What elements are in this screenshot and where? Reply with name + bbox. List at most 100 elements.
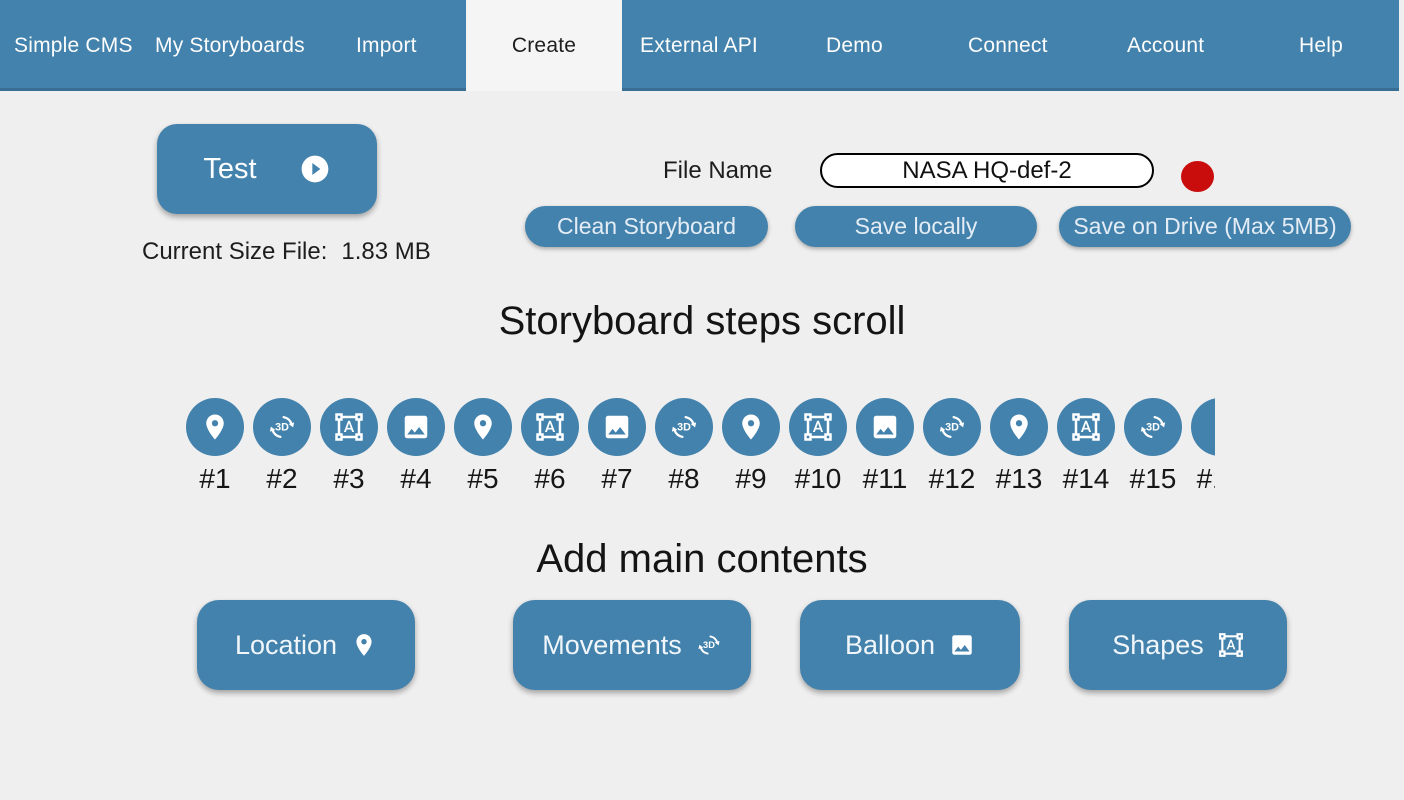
location-button[interactable]: Location — [197, 600, 415, 690]
file-name-input[interactable] — [820, 153, 1154, 188]
step-circle — [1191, 398, 1215, 456]
storyboard-steps-title: Storyboard steps scroll — [498, 299, 906, 343]
step-circle — [923, 398, 981, 456]
step-circle — [588, 398, 646, 456]
play-icon — [299, 153, 331, 185]
status-dot-red — [1181, 161, 1214, 192]
image-icon — [602, 412, 632, 442]
step-label: #3 — [333, 463, 365, 494]
storyboard-step[interactable]: #16 — [1191, 398, 1215, 498]
step-label: #7 — [601, 463, 633, 494]
current-size-label: Current Size File: — [142, 238, 328, 265]
step-circle — [387, 398, 445, 456]
storyboard-step[interactable]: #13 — [990, 398, 1048, 498]
storyboard-step[interactable]: #4 — [387, 398, 445, 498]
step-label: #16 — [1196, 463, 1215, 494]
nav-item-simple-cms[interactable]: Simple CMS — [14, 0, 133, 91]
format-shapes-icon — [535, 412, 565, 442]
storyboard-step[interactable]: #11 — [856, 398, 914, 498]
current-size-value: 1.83 MB — [341, 238, 431, 265]
current-size-line: Current Size File: 1.83 MB — [142, 238, 431, 266]
shapes-button[interactable]: Shapes — [1069, 600, 1287, 690]
save-on-drive-button[interactable]: Save on Drive (Max 5MB) — [1059, 206, 1351, 247]
3d-rotation-icon — [937, 412, 967, 442]
step-label: #9 — [735, 463, 767, 494]
3d-rotation-icon — [267, 412, 297, 442]
top-navbar: Simple CMS My Storyboards Import Create … — [0, 0, 1399, 91]
step-label: #10 — [794, 463, 842, 494]
storyboard-step[interactable]: #1 — [186, 398, 244, 498]
step-circle — [1124, 398, 1182, 456]
movements-button[interactable]: Movements — [513, 600, 751, 690]
step-circle — [856, 398, 914, 456]
step-circle — [521, 398, 579, 456]
balloon-button-label: Balloon — [844, 629, 936, 660]
step-circle — [186, 398, 244, 456]
step-circle — [253, 398, 311, 456]
location-pin-icon — [200, 412, 230, 442]
format-shapes-icon — [803, 412, 833, 442]
test-button[interactable]: Test — [157, 124, 377, 214]
step-label: #15 — [1129, 463, 1177, 494]
step-label: #1 — [199, 463, 231, 494]
storyboard-step[interactable]: #5 — [454, 398, 512, 498]
nav-item-help[interactable]: Help — [1299, 0, 1343, 91]
image-icon — [401, 412, 431, 442]
nav-tab-create-active[interactable]: Create — [466, 0, 622, 91]
nav-item-import[interactable]: Import — [356, 0, 417, 91]
nav-item-account[interactable]: Account — [1127, 0, 1204, 91]
step-circle — [454, 398, 512, 456]
storyboard-step[interactable]: #8 — [655, 398, 713, 498]
clean-storyboard-button[interactable]: Clean Storyboard — [525, 206, 768, 247]
step-circle — [1057, 398, 1115, 456]
step-circle — [320, 398, 378, 456]
balloon-button[interactable]: Balloon — [800, 600, 1020, 690]
storyboard-step[interactable]: #9 — [722, 398, 780, 498]
nav-item-my-storyboards[interactable]: My Storyboards — [155, 0, 305, 91]
navbar-bottom-border — [0, 88, 1399, 91]
step-label: #2 — [266, 463, 298, 494]
step-label: #6 — [534, 463, 566, 494]
step-label: #4 — [400, 463, 432, 494]
storyboard-step[interactable]: #2 — [253, 398, 311, 498]
3d-rotation-icon — [1138, 412, 1168, 442]
shapes-button-label: Shapes — [1112, 629, 1204, 660]
step-circle — [722, 398, 780, 456]
movements-button-label: Movements — [542, 629, 682, 660]
location-pin-icon — [351, 632, 377, 658]
storyboard-step[interactable]: #12 — [923, 398, 981, 498]
location-pin-icon — [736, 412, 766, 442]
add-main-contents-title: Add main contents — [536, 537, 868, 581]
save-locally-button[interactable]: Save locally — [795, 206, 1037, 247]
location-pin-icon — [1004, 412, 1034, 442]
step-label: #12 — [928, 463, 976, 494]
format-shapes-icon — [1218, 632, 1244, 658]
3d-rotation-icon — [669, 412, 699, 442]
storyboard-step[interactable]: #6 — [521, 398, 579, 498]
location-pin-icon — [468, 412, 498, 442]
step-circle — [789, 398, 847, 456]
storyboard-step[interactable]: #14 — [1057, 398, 1115, 498]
storyboard-steps-row[interactable]: #1 #2 #3 #4 #5 — [186, 398, 1215, 498]
file-name-label: File Name — [663, 157, 773, 184]
step-label: #11 — [862, 463, 908, 494]
location-button-label: Location — [234, 629, 338, 660]
format-shapes-icon — [334, 412, 364, 442]
storyboard-step[interactable]: #3 — [320, 398, 378, 498]
step-label: #8 — [668, 463, 700, 494]
nav-item-connect[interactable]: Connect — [968, 0, 1048, 91]
image-icon — [870, 412, 900, 442]
3d-rotation-icon — [696, 632, 722, 658]
nav-item-external-api[interactable]: External API — [640, 0, 758, 91]
nav-item-demo[interactable]: Demo — [826, 0, 883, 91]
storyboard-step[interactable]: #7 — [588, 398, 646, 498]
storyboard-step[interactable]: #10 — [789, 398, 847, 498]
step-circle — [655, 398, 713, 456]
storyboard-step[interactable]: #15 — [1124, 398, 1182, 498]
test-button-label: Test — [203, 152, 257, 185]
image-icon — [949, 632, 975, 658]
step-label: #14 — [1062, 463, 1110, 494]
step-circle — [990, 398, 1048, 456]
step-label: #13 — [995, 463, 1043, 494]
